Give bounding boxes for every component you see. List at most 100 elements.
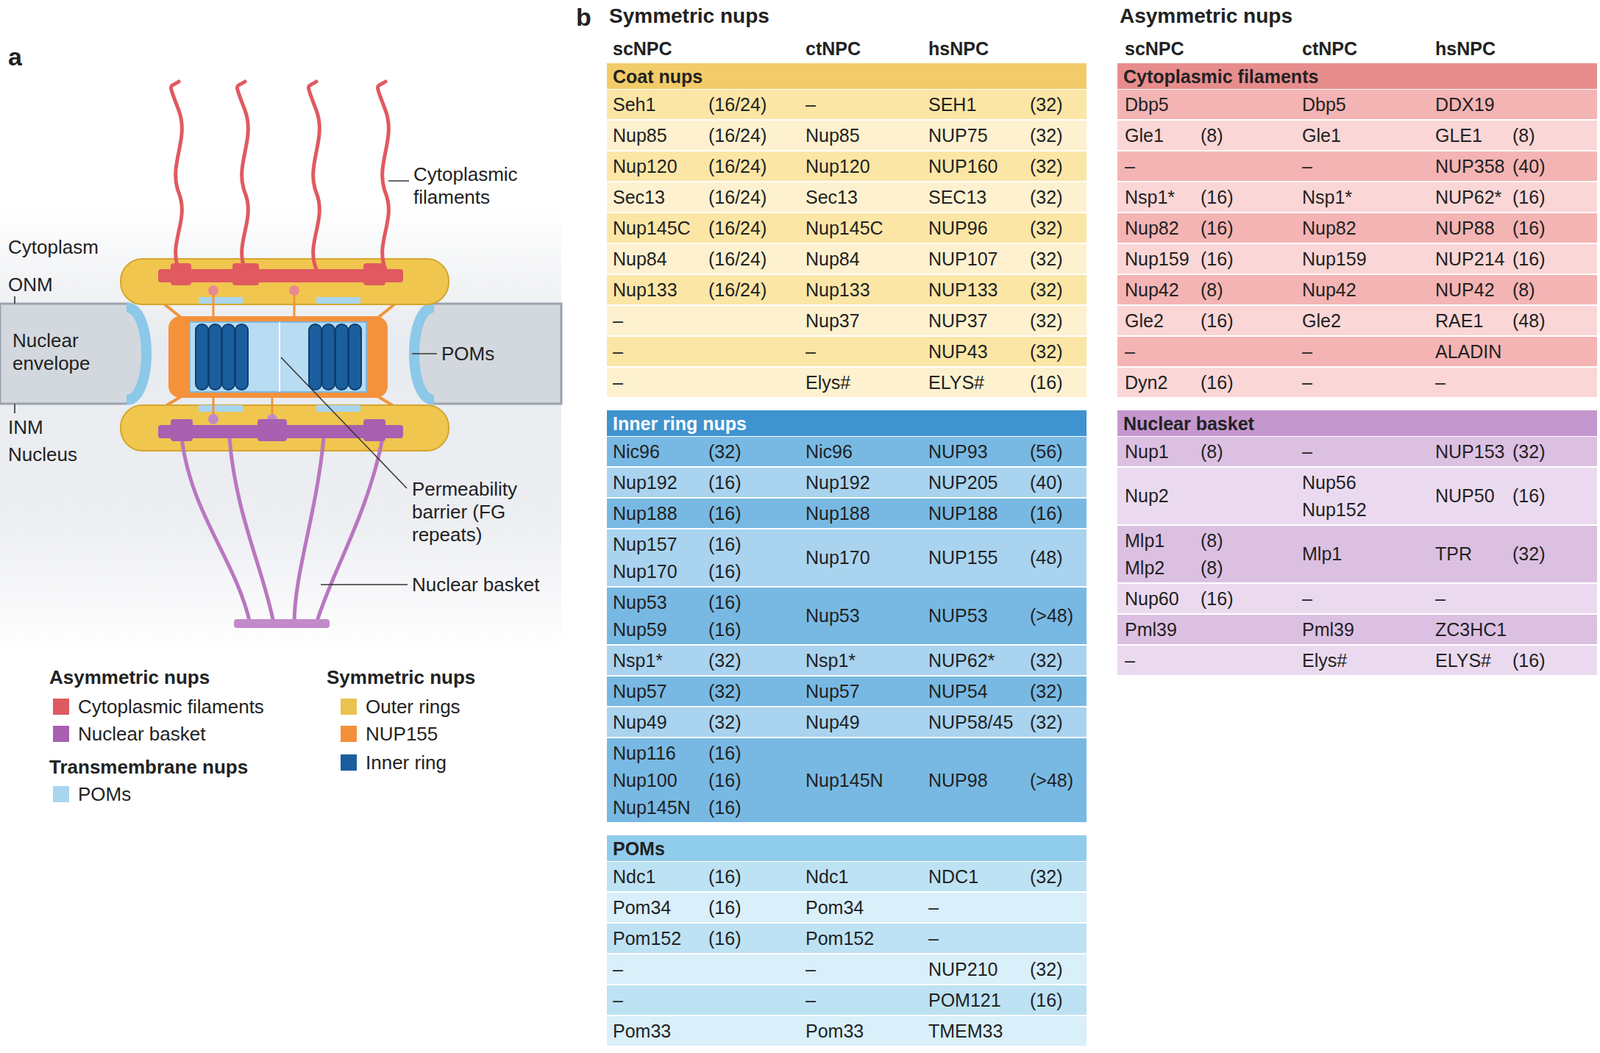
- figure-label: Nuclear envelope: [12, 329, 123, 376]
- tick: [13, 296, 16, 304]
- column-header: hsNPC: [928, 38, 989, 60]
- cytoplasmic-bump: [170, 263, 192, 286]
- table-section: Cytoplasmic filamentsDbp5Dbp5DDX19Gle1(8…: [1117, 63, 1598, 399]
- copy-number: (16): [708, 472, 741, 494]
- nup-name: Nup145C: [612, 217, 691, 240]
- outer-ring: [120, 258, 449, 305]
- copy-number: (32): [1029, 279, 1063, 301]
- legend-heading: Transmembrane nups: [49, 756, 248, 780]
- nup-name: NUP93: [928, 441, 988, 463]
- nup-name: NUP37: [928, 310, 988, 332]
- copy-number: (32): [1512, 441, 1545, 463]
- copy-number: (32): [1029, 186, 1063, 209]
- copy-number: (16/24): [708, 94, 767, 116]
- linker-dot: [208, 285, 219, 296]
- nup-name: Nsp1*: [612, 650, 663, 672]
- copy-number: (32): [1512, 543, 1545, 565]
- nup-name: Dbp5: [1124, 94, 1169, 116]
- figure-label: Permeability barrier (FG repeats): [411, 478, 549, 548]
- copy-number: (16): [708, 742, 741, 765]
- nup-name: –: [612, 990, 624, 1012]
- nup-name: Seh1: [612, 94, 656, 116]
- nup-name: –: [928, 897, 939, 919]
- nup-name: Nup56: [1302, 472, 1357, 494]
- basket-bump: [363, 419, 386, 442]
- nup-name: GLE1: [1435, 125, 1483, 147]
- npc-illustration: [0, 0, 567, 663]
- nup-name: Nup82: [1302, 217, 1357, 240]
- legend-text: POMs: [77, 783, 131, 806]
- copy-number: (16): [708, 866, 741, 888]
- pom-piece: [316, 297, 361, 304]
- legend-heading: Asymmetric nups: [49, 666, 210, 690]
- nup-name: Sec13: [612, 186, 666, 209]
- pom-piece: [198, 405, 243, 412]
- copy-number: (16): [1512, 485, 1545, 507]
- inner-ring-coil: [348, 324, 362, 390]
- copy-number: (8): [1200, 530, 1224, 552]
- table-section: Inner ring nupsNic96(32)Nic96NUP93(56)Nu…: [606, 410, 1087, 824]
- legend-text: Cytoplasmic filaments: [77, 695, 265, 718]
- nup-name: Nup42: [1124, 279, 1180, 301]
- basket-bump: [170, 419, 193, 442]
- copy-number: (16): [708, 503, 741, 525]
- basket-strand: [294, 438, 324, 624]
- basket-strand: [316, 438, 383, 624]
- table-row: [1117, 584, 1598, 614]
- column-header: ctNPC: [1302, 38, 1358, 60]
- copy-number: (16): [1029, 503, 1063, 525]
- section-header: Nuclear basket: [1123, 412, 1255, 435]
- nup-name: Dyn2: [1124, 372, 1168, 394]
- nup-name: POM121: [928, 990, 1002, 1012]
- legend-swatch: [52, 698, 70, 716]
- copy-number: (32): [1029, 217, 1063, 240]
- copy-number: (32): [1029, 94, 1063, 116]
- nup155-frame: [168, 316, 388, 398]
- nup-name: Nup188: [612, 503, 678, 525]
- copy-number: (16): [1029, 372, 1063, 394]
- nup-name: Gle2: [1302, 310, 1342, 332]
- legend-text: Nuclear basket: [77, 723, 206, 746]
- nup-name: –: [612, 959, 624, 981]
- copy-number: (16): [1512, 217, 1545, 240]
- nup-name: ELYS#: [928, 372, 985, 394]
- nup-name: Nup1: [1124, 441, 1169, 463]
- copy-number: (32): [1029, 125, 1063, 147]
- nup-name: Gle1: [1302, 125, 1342, 147]
- nup-name: Nup145N: [805, 770, 884, 792]
- pom-arc: [126, 307, 147, 401]
- nup-name: NUP62*: [1435, 186, 1502, 209]
- table-section: Coat nupsSeh1(16/24)–SEH1(32)Nup85(16/24…: [606, 63, 1087, 399]
- nup-name: Nup84: [805, 248, 860, 270]
- cytoplasmic-bump: [232, 263, 259, 286]
- nup-name: Nup82: [1124, 217, 1180, 240]
- copy-number: (16): [1029, 990, 1063, 1012]
- copy-number: (16): [1200, 372, 1233, 394]
- legend-swatch: [340, 726, 357, 743]
- nup-name: Nic96: [805, 441, 853, 463]
- pom-piece: [316, 405, 361, 412]
- nup-name: NUP160: [928, 155, 999, 178]
- copy-number: (16): [1200, 186, 1233, 209]
- copy-number: (32): [1029, 155, 1063, 178]
- copy-number: (16): [708, 797, 741, 819]
- copy-number: (16/24): [708, 125, 767, 147]
- nup-name: Ndc1: [805, 866, 849, 888]
- nup-name: Nsp1*: [805, 650, 856, 672]
- nup-name: Pom34: [805, 897, 864, 919]
- figure-label: Cytoplasm: [8, 236, 99, 259]
- table-title: Asymmetric nups: [1119, 4, 1293, 28]
- column-header: hsNPC: [1435, 38, 1496, 60]
- table-section: Nuclear basketNup1(8)–NUP153(32)Nup2Nup5…: [1117, 410, 1598, 677]
- nup-name: Sec13: [805, 186, 858, 209]
- figure-label: ONM: [8, 273, 53, 297]
- nup-name: Nic96: [612, 441, 660, 463]
- nup-name: –: [612, 341, 624, 363]
- tick: [13, 403, 16, 414]
- inner-ring-coil: [308, 324, 322, 390]
- nup-name: Nup49: [805, 712, 860, 734]
- section-header: POMs: [612, 837, 666, 860]
- copy-number: (>48): [1029, 605, 1074, 627]
- inner-ring-coil: [235, 324, 248, 390]
